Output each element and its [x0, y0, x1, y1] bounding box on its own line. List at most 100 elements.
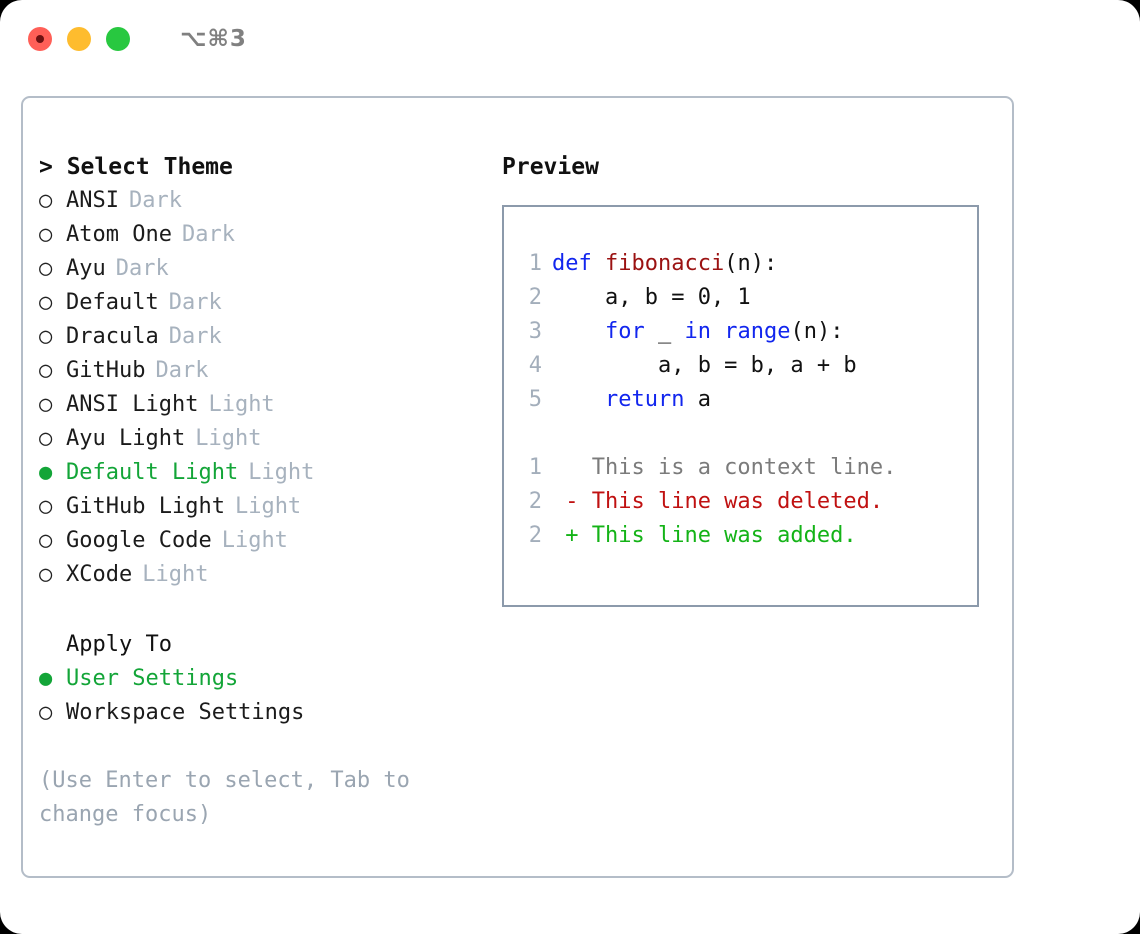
line-number: 4	[528, 353, 542, 378]
close-window-button[interactable]	[28, 27, 52, 51]
code-token: fibonacci	[604, 251, 725, 276]
preview-title: Preview	[502, 154, 599, 180]
apply-to-option-user-settings[interactable]: ● User Settings	[39, 662, 489, 696]
diff-context-line: 1 This is a context line.	[516, 451, 969, 485]
line-number: 2	[528, 489, 542, 514]
code-token: _	[644, 319, 685, 344]
theme-option-github-light[interactable]: ○ GitHub Light Light	[39, 490, 489, 524]
theme-option-ansi-light[interactable]: ○ ANSI Light Light	[39, 388, 489, 422]
apply-to-option-label: Workspace Settings	[66, 700, 305, 725]
code-token	[711, 315, 724, 349]
theme-picker-pane: > Select Theme ○ ANSI Dark ○ Atom One Da…	[39, 150, 489, 832]
theme-option-tag: Light	[142, 562, 209, 587]
radio-selected-icon: ●	[39, 666, 53, 691]
code-token: a, b = 0, 1	[552, 285, 751, 310]
code-token: def	[552, 251, 605, 276]
theme-option-google-code[interactable]: ○ Google Code Light	[39, 524, 489, 558]
keyboard-hint-text: (Use Enter to select, Tab to change focu…	[39, 768, 424, 827]
code-line: 1 def fibonacci(n):	[516, 247, 969, 281]
theme-picker-title: > Select Theme	[39, 154, 233, 180]
minimize-window-button[interactable]	[67, 27, 91, 51]
code-line: 3 for _ in range(n):	[516, 315, 969, 349]
section-spacer	[39, 592, 489, 628]
line-number: 1	[528, 251, 542, 276]
zoom-window-button[interactable]	[106, 27, 130, 51]
radio-icon: ○	[39, 256, 53, 281]
theme-option-label: XCode	[66, 562, 133, 587]
line-number: 2	[528, 523, 542, 548]
apply-to-title: Apply To	[66, 632, 172, 657]
radio-icon: ○	[39, 562, 53, 587]
radio-icon: ○	[39, 324, 53, 349]
code-line: 4 a, b = b, a + b	[516, 349, 969, 383]
theme-option-label: Ayu Light	[66, 426, 186, 451]
traffic-lights	[28, 27, 130, 51]
theme-option-tag: Dark	[128, 188, 182, 213]
theme-option-tag: Light	[221, 528, 288, 553]
radio-icon: ○	[39, 426, 53, 451]
theme-option-tag: Light	[248, 460, 315, 485]
radio-icon: ○	[39, 392, 53, 417]
diff-token: - This line was deleted.	[552, 489, 884, 514]
theme-option-xcode[interactable]: ○ XCode Light	[39, 558, 489, 592]
code-token: a	[684, 387, 711, 412]
hint-spacer	[39, 730, 489, 764]
theme-option-ayu-dark[interactable]: ○ Ayu Dark	[39, 252, 489, 286]
theme-option-tag: Light	[208, 392, 275, 417]
theme-option-label: GitHub Light	[66, 494, 225, 519]
theme-option-atom-one-dark[interactable]: ○ Atom One Dark	[39, 218, 489, 252]
line-number: 5	[528, 387, 542, 412]
theme-option-tag: Light	[195, 426, 262, 451]
theme-option-ansi-dark[interactable]: ○ ANSI Dark	[39, 184, 489, 218]
line-number: 2	[528, 285, 542, 310]
theme-option-label: Dracula	[66, 324, 159, 349]
diff-token: This is a context line.	[552, 455, 897, 480]
code-blank-line	[516, 417, 969, 451]
code-token: (n):	[724, 251, 778, 276]
code-line: 5 return a	[516, 383, 969, 417]
theme-option-label: GitHub	[66, 358, 146, 383]
code-token	[552, 315, 605, 349]
theme-option-label: Default	[66, 290, 159, 315]
theme-option-label: ANSI Light	[66, 392, 199, 417]
theme-option-tag: Dark	[155, 358, 209, 383]
theme-option-tag: Dark	[115, 256, 169, 281]
theme-option-tag: Dark	[168, 324, 222, 349]
radio-selected-icon: ●	[39, 460, 53, 485]
theme-option-label: Ayu	[66, 256, 106, 281]
line-number: 1	[528, 455, 542, 480]
radio-icon: ○	[39, 494, 53, 519]
code-token: in	[684, 319, 711, 344]
code-token: a, b = b, a + b	[552, 353, 857, 378]
theme-option-label: Default Light	[66, 460, 239, 485]
theme-option-default-light[interactable]: ● Default Light Light	[39, 456, 489, 490]
theme-option-tag: Dark	[181, 222, 235, 247]
theme-option-tag: Light	[234, 494, 302, 519]
apply-to-option-workspace-settings[interactable]: ○ Workspace Settings	[39, 696, 489, 730]
diff-token: + This line was added.	[552, 523, 857, 548]
theme-option-default-dark[interactable]: ○ Default Dark	[39, 286, 489, 320]
theme-option-github-dark[interactable]: ○ GitHub Dark	[39, 354, 489, 388]
diff-deleted-line: 2 - This line was deleted.	[516, 485, 969, 519]
line-number: 3	[528, 319, 542, 344]
keyboard-shortcut-label: ⌥⌘3	[180, 26, 247, 52]
code-token: return	[604, 387, 685, 412]
radio-icon: ○	[39, 188, 53, 213]
code-token: for	[604, 319, 645, 344]
theme-option-label: Google Code	[66, 528, 212, 553]
apply-to-option-label: User Settings	[66, 666, 239, 691]
preview-pane-header: Preview	[502, 150, 992, 184]
diff-added-line: 2 + This line was added.	[516, 519, 969, 553]
code-token: (n):	[790, 319, 844, 344]
theme-option-dracula-dark[interactable]: ○ Dracula Dark	[39, 320, 489, 354]
dialog-card: > Select Theme ○ ANSI Dark ○ Atom One Da…	[21, 96, 1014, 878]
theme-option-tag: Dark	[168, 290, 222, 315]
code-token: range	[724, 319, 791, 344]
radio-icon: ○	[39, 700, 53, 725]
radio-icon: ○	[39, 290, 53, 315]
theme-option-ayu-light[interactable]: ○ Ayu Light Light	[39, 422, 489, 456]
code-line: 2 a, b = 0, 1	[516, 281, 969, 315]
